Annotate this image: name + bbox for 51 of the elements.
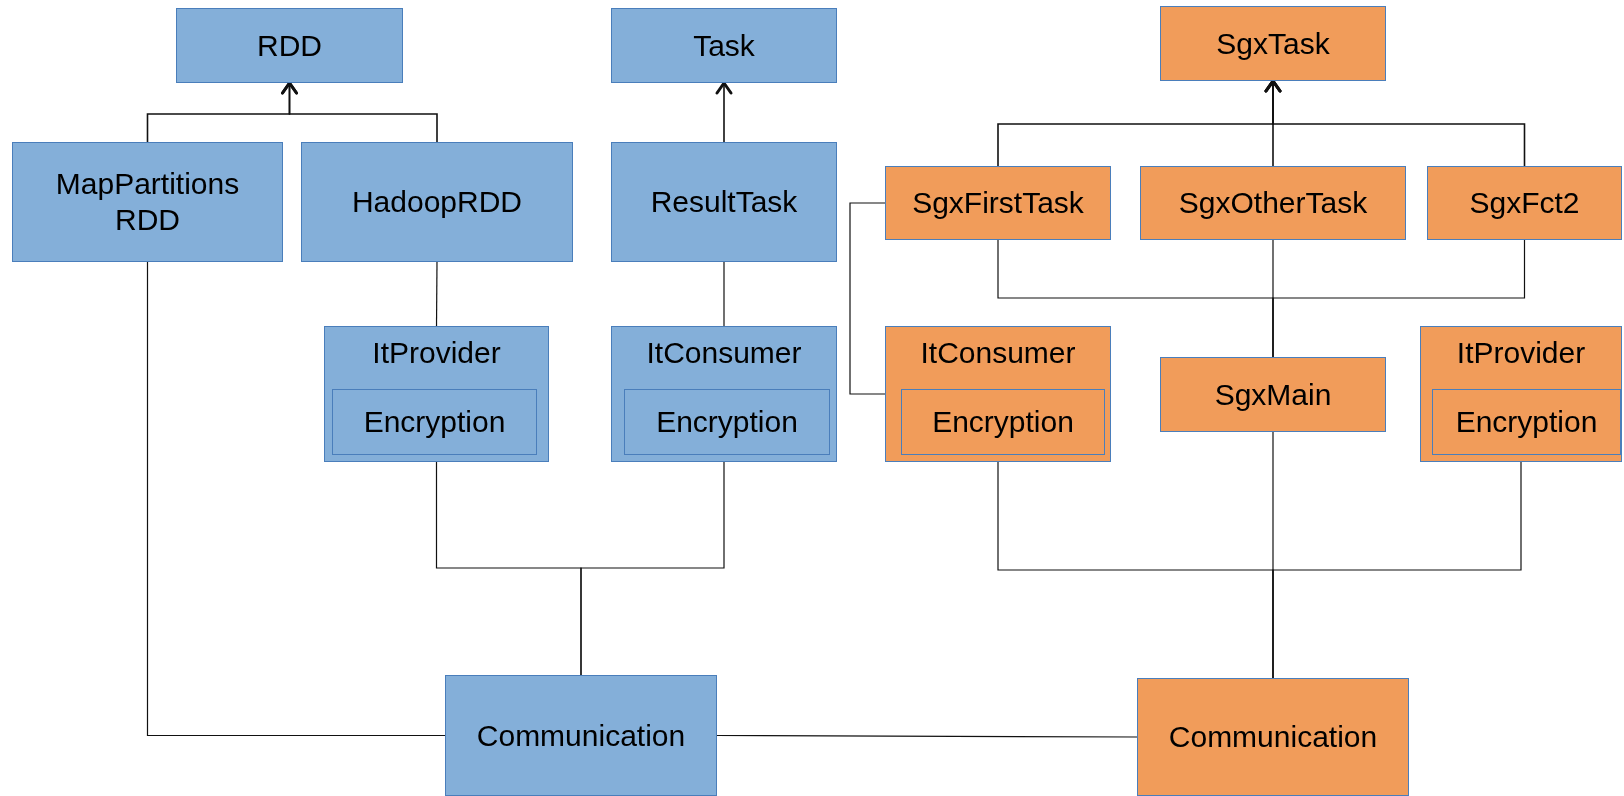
- box-label: SgxTask: [1215, 25, 1331, 62]
- box-label: Communication: [1167, 719, 1379, 755]
- inner-box: [332, 389, 537, 455]
- arrow: [281, 81, 438, 143]
- inner-box: [624, 389, 830, 455]
- class-box: [885, 326, 1111, 462]
- connector-line: [1272, 239, 1526, 358]
- box-label: SgxFct2: [1468, 185, 1581, 221]
- class-box: [301, 142, 573, 262]
- class-box: [1427, 166, 1622, 240]
- box-label: Encryption: [362, 404, 507, 440]
- class-box: [12, 142, 283, 262]
- box-label: Encryption: [1454, 404, 1599, 440]
- connector-line: [849, 202, 886, 395]
- box-label: ItConsumer: [919, 335, 1077, 371]
- box-label: SgxFirstTask: [911, 185, 1085, 221]
- connector-line: [716, 734, 1138, 738]
- box-label: Task: [692, 27, 756, 64]
- box-label: MapPartitions RDD: [54, 166, 241, 238]
- class-box: [1140, 166, 1406, 240]
- connector-line: [435, 261, 438, 327]
- box-label: SgxMain: [1213, 376, 1333, 413]
- class-box: [611, 326, 837, 462]
- box-label: ResultTask: [649, 184, 799, 220]
- box-label: ItProvider: [1455, 335, 1587, 371]
- connector-line: [723, 261, 725, 327]
- inner-box: [1432, 389, 1621, 455]
- box-label: ItProvider: [371, 335, 502, 371]
- class-box: [445, 675, 717, 796]
- class-box: [1137, 678, 1409, 796]
- box-label: ItConsumer: [645, 335, 803, 371]
- arrow: [715, 81, 733, 143]
- box-label: SgxOtherTask: [1177, 185, 1369, 221]
- class-box: [1160, 357, 1386, 432]
- inner-box: [901, 389, 1105, 455]
- class-box: [176, 8, 403, 83]
- class-box: [611, 142, 837, 262]
- arrow: [1264, 79, 1526, 167]
- class-box: [324, 326, 549, 462]
- box-label: Encryption: [931, 404, 1075, 440]
- class-box: [885, 166, 1111, 240]
- box-label: Encryption: [655, 404, 799, 440]
- connector-line: [580, 461, 725, 676]
- class-box: [1160, 6, 1386, 81]
- connector-line: [1272, 461, 1522, 679]
- box-label: Communication: [475, 717, 687, 754]
- box-label: HadoopRDD: [350, 184, 524, 220]
- box-label: RDD: [256, 27, 323, 64]
- connector-line: [146, 261, 446, 737]
- class-box: [611, 8, 837, 83]
- class-box: [1420, 326, 1622, 462]
